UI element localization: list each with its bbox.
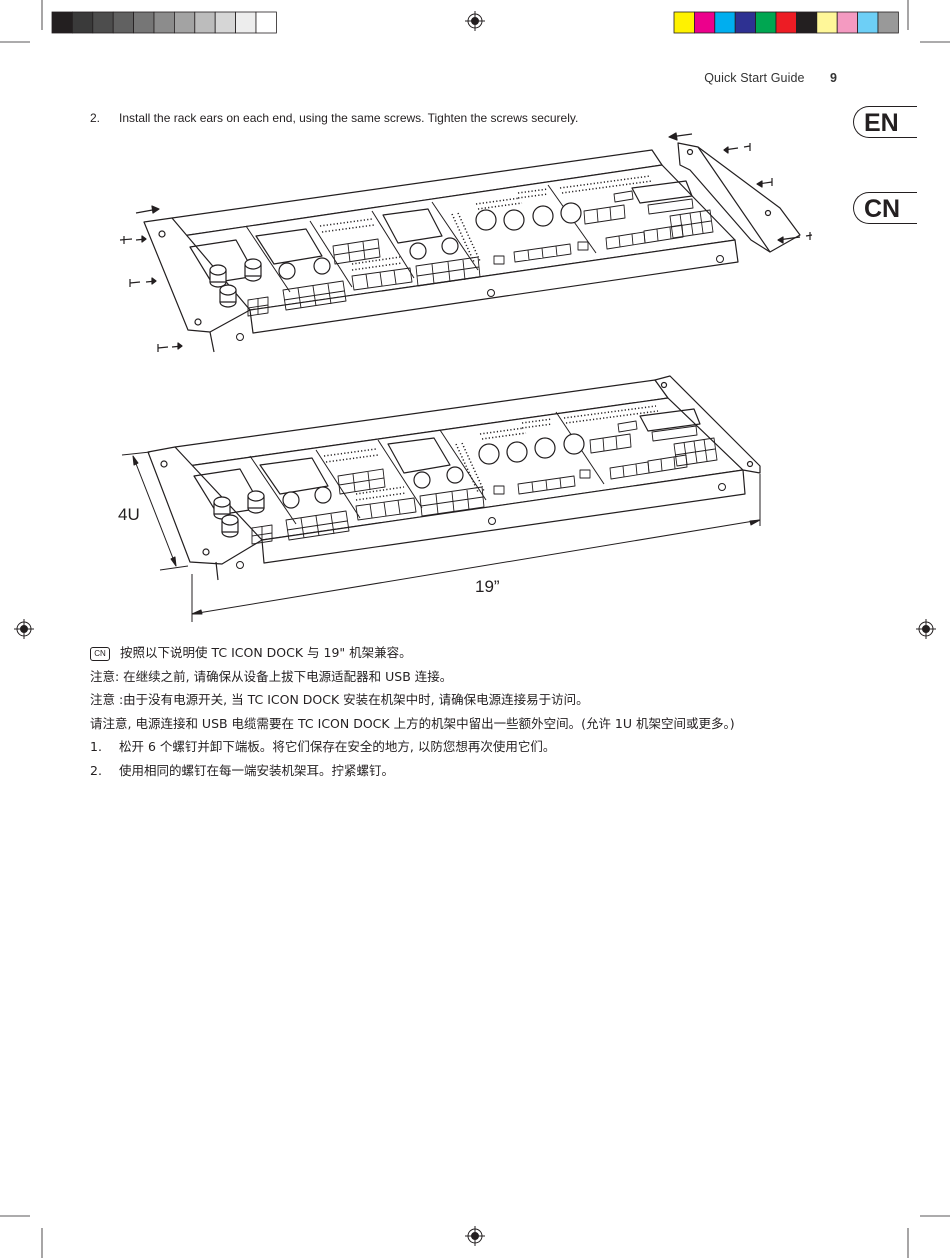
cn-note-2: 注意 :由于没有电源开关, 当 TC ICON DOCK 安装在机架中时, 请确… bbox=[90, 692, 589, 707]
step-number: 1. bbox=[90, 739, 102, 754]
cn-step-1: 1. 松开 6 个螺钉并卸下端板。将它们保存在安全的地方, 以防您想再次使用它们。 bbox=[90, 739, 735, 763]
guide-title: Quick Start Guide bbox=[704, 71, 805, 85]
width-dimension-label: 19” bbox=[475, 577, 500, 596]
chinese-instructions: CN 按照以下说明使 TC ICON DOCK 与 19" 机架兼容。 注意: 在… bbox=[90, 645, 735, 786]
page-number: 9 bbox=[830, 71, 837, 85]
language-tab-cn[interactable]: CN bbox=[853, 192, 917, 224]
cn-language-badge: CN bbox=[90, 647, 110, 661]
top-unit-drawing bbox=[119, 132, 813, 353]
page-header: Quick Start Guide 9 bbox=[704, 71, 837, 85]
grayscale-bar bbox=[51, 11, 277, 34]
cn-intro: CN 按照以下说明使 TC ICON DOCK 与 19" 机架兼容。 bbox=[90, 645, 735, 669]
cn-step-2: 2. 使用相同的螺钉在每一端安装机架耳。拧紧螺钉。 bbox=[90, 763, 735, 787]
step-text: 使用相同的螺钉在每一端安装机架耳。拧紧螺钉。 bbox=[119, 762, 395, 778]
cn-note-3: 请注意, 电源连接和 USB 电缆需要在 TC ICON DOCK 上方的机架中… bbox=[90, 715, 735, 731]
bottom-unit-drawing bbox=[121, 375, 761, 622]
step-text: 松开 6 个螺钉并卸下端板。将它们保存在安全的地方, 以防您想再次使用它们。 bbox=[119, 739, 556, 754]
step-number: 2. bbox=[90, 762, 102, 778]
color-swatch bbox=[877, 11, 899, 34]
registration-mark-icon bbox=[14, 11, 936, 1246]
step-number: 2. bbox=[90, 111, 101, 125]
color-bar bbox=[673, 11, 899, 34]
cn-note-1: 注意: 在继续之前, 请确保从设备上拔下电源适配器和 USB 连接。 bbox=[90, 668, 453, 684]
cn-intro-text: 按照以下说明使 TC ICON DOCK 与 19" 机架兼容。 bbox=[120, 645, 412, 660]
english-step: 2. Install the rack ears on each end, usi… bbox=[90, 111, 578, 125]
step-text: Install the rack ears on each end, using… bbox=[119, 111, 579, 125]
rack-mount-illustration: 4U 19” bbox=[118, 132, 813, 622]
height-dimension-label: 4U bbox=[118, 505, 140, 524]
language-tab-en[interactable]: EN bbox=[853, 106, 917, 138]
color-swatch bbox=[255, 11, 277, 34]
